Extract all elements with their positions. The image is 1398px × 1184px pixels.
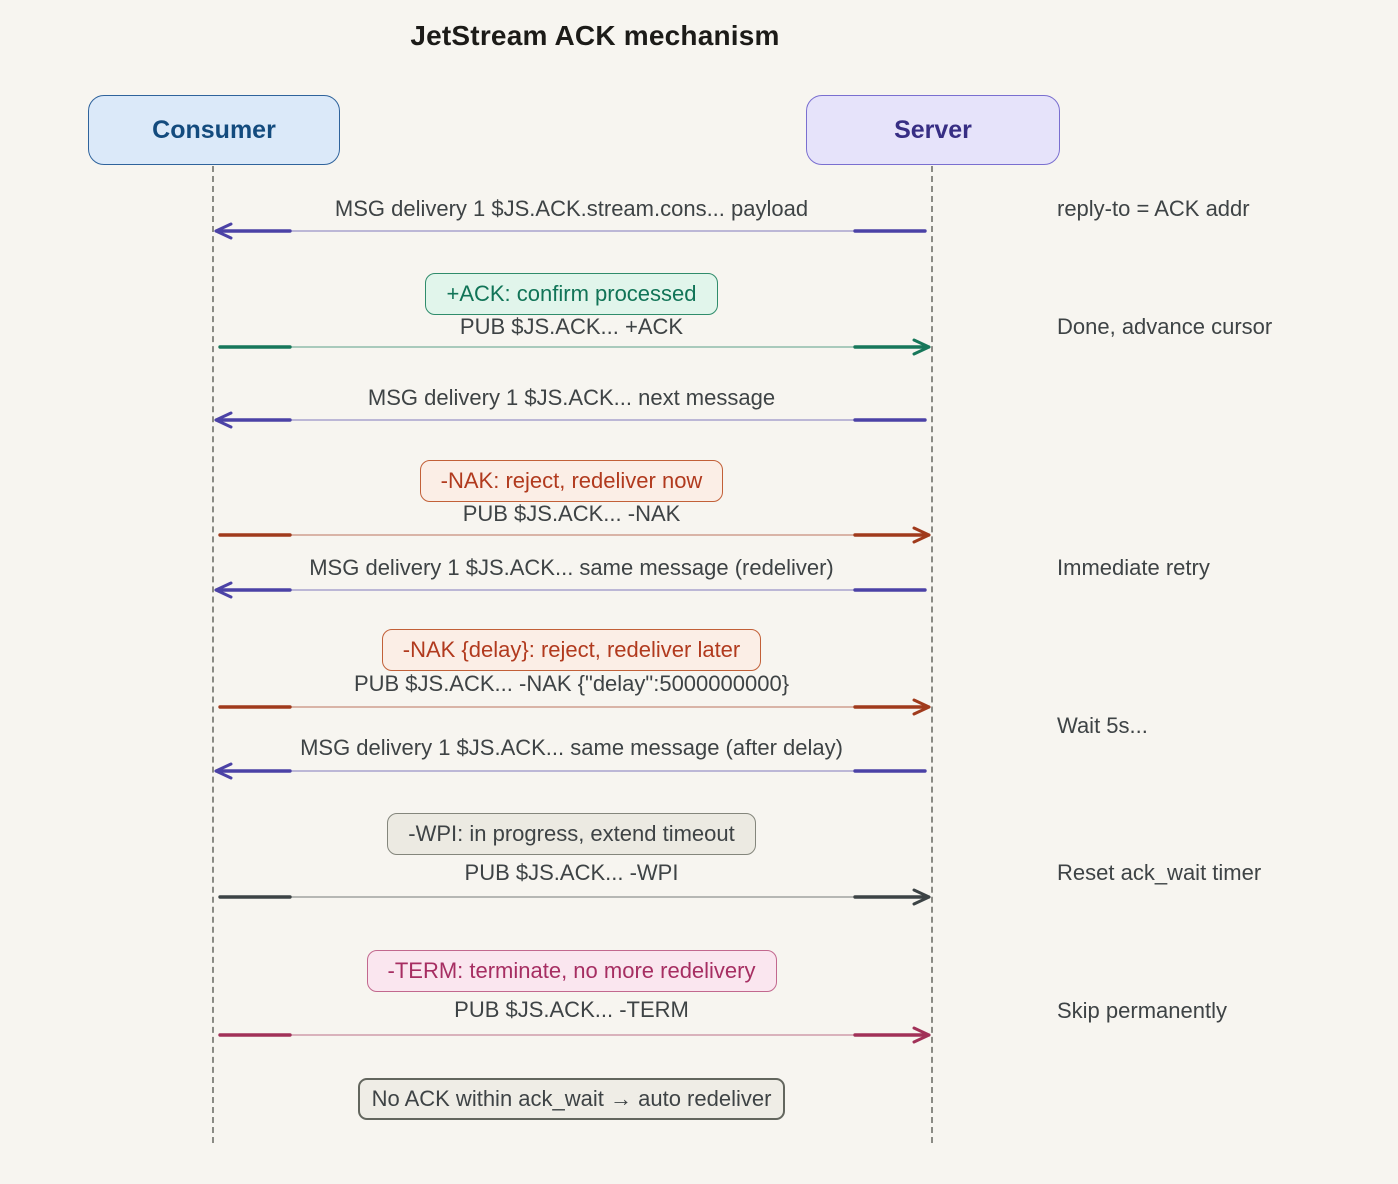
nak-delay-badge: -NAK {delay}: reject, redeliver later — [381, 629, 762, 671]
pub-ack-label: PUB $JS.ACK... +ACK — [459, 314, 684, 339]
msg-delivery-label: MSG delivery 1 $JS.ACK.stream.cons... pa… — [334, 196, 809, 221]
message-arrow — [218, 526, 931, 544]
consumer-lifeline — [212, 166, 214, 1143]
pub-wpi-label: PUB $JS.ACK... -WPI — [464, 860, 679, 885]
msg-redeliver-label: MSG delivery 1 $JS.ACK... same message (… — [309, 555, 834, 580]
message-arrow — [218, 338, 931, 356]
annotation-reset-ack-wait: Reset ack_wait timer — [1057, 860, 1262, 885]
msg-next-label: MSG delivery 1 $JS.ACK... next message — [367, 385, 776, 410]
annotation-done: Done, advance cursor — [1057, 314, 1273, 339]
term-badge: -TERM: terminate, no more redelivery — [366, 950, 777, 992]
annotation-reply-to: reply-to = ACK addr — [1057, 196, 1250, 221]
diagram-title: JetStream ACK mechanism — [410, 20, 780, 51]
message-arrow — [218, 888, 931, 906]
consumer-actor-box: Consumer — [88, 95, 340, 165]
message-arrow — [214, 411, 927, 429]
auto-redeliver-note: No ACK within ack_wait → auto redeliver — [357, 1078, 786, 1120]
message-arrow — [214, 762, 927, 780]
annotation-immediate-retry: Immediate retry — [1057, 555, 1210, 580]
nak-badge: -NAK: reject, redeliver now — [419, 460, 724, 502]
message-arrow — [218, 1026, 931, 1044]
msg-after-delay-label: MSG delivery 1 $JS.ACK... same message (… — [300, 735, 843, 760]
message-arrow — [218, 698, 931, 716]
server-actor-label: Server — [894, 115, 972, 144]
wpi-badge: -WPI: in progress, extend timeout — [387, 813, 756, 855]
pub-nak-delay-label: PUB $JS.ACK... -NAK {"delay":5000000000} — [353, 671, 790, 696]
message-arrow — [214, 222, 927, 240]
message-arrow — [214, 581, 927, 599]
consumer-actor-label: Consumer — [152, 115, 276, 144]
pub-term-label: PUB $JS.ACK... -TERM — [454, 997, 689, 1022]
pub-nak-label: PUB $JS.ACK... -NAK — [462, 501, 681, 526]
server-lifeline — [931, 166, 933, 1143]
annotation-skip-permanently: Skip permanently — [1057, 998, 1227, 1023]
server-actor-box: Server — [806, 95, 1060, 165]
annotation-wait-5s: Wait 5s... — [1057, 713, 1148, 738]
ack-badge: +ACK: confirm processed — [425, 273, 718, 315]
